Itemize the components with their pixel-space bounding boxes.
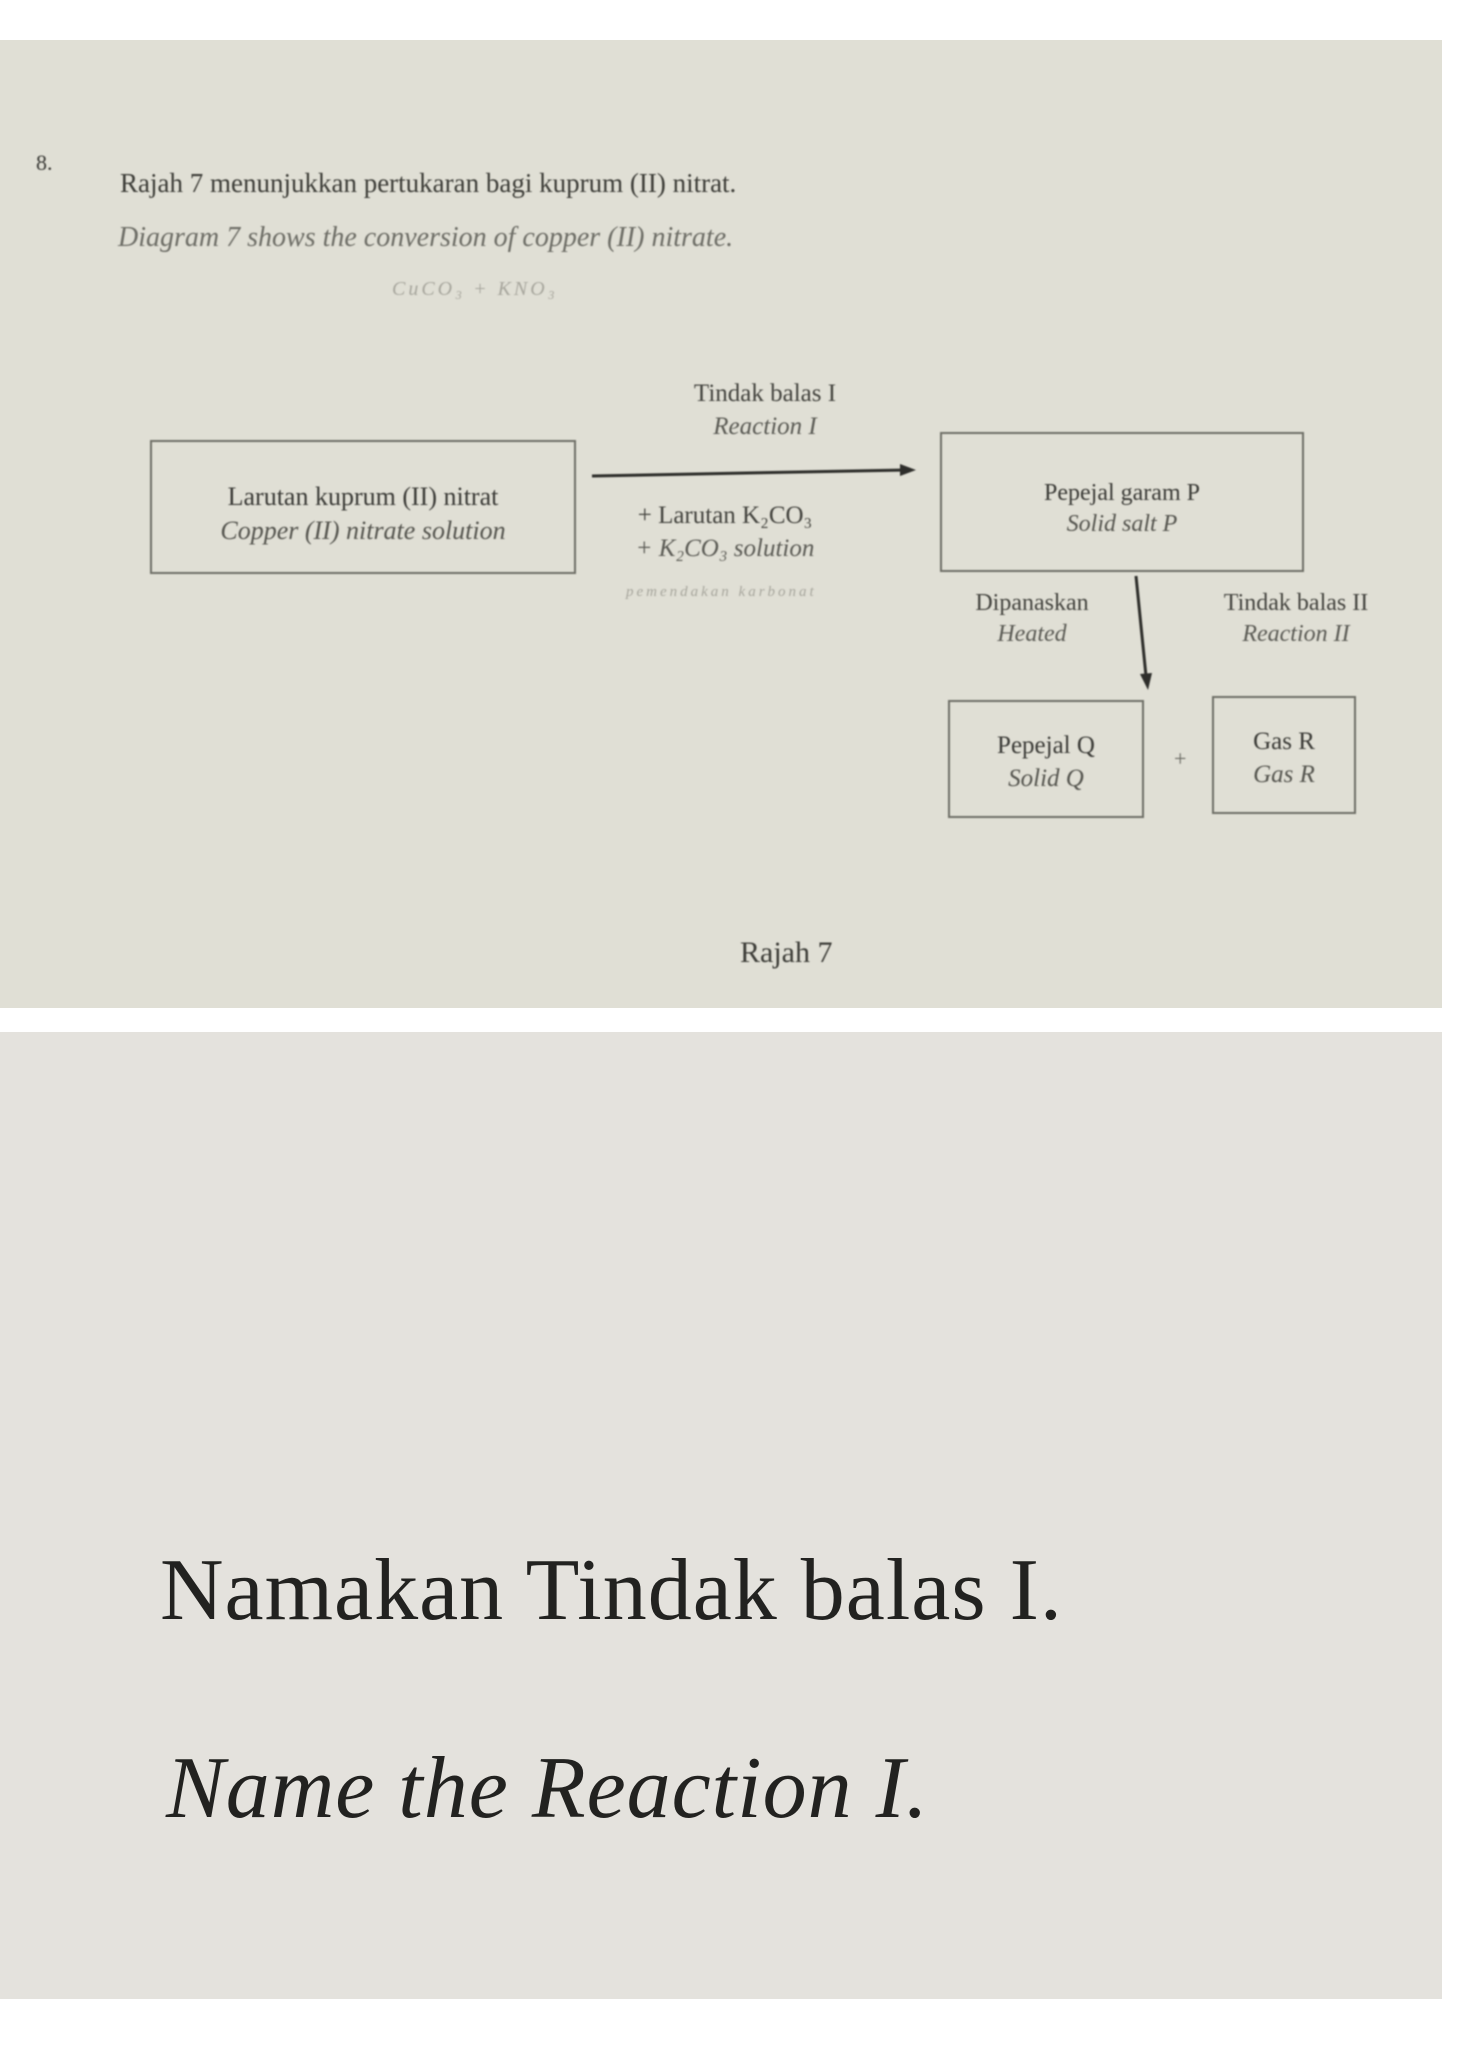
- heated-ms: Dipanaskan: [975, 590, 1089, 616]
- box-label-en: Copper (II) nitrate solution: [220, 515, 506, 545]
- pencil-note: CuCO₃ + KNO₃: [392, 278, 558, 300]
- diagram-content: 8. Rajah 7 menunjukkan pertukaran bagi k…: [0, 40, 1442, 1008]
- arrow-reaction-2: [1134, 575, 1152, 690]
- reagent-label: + Larutan K₂CO₃ + K₂CO₃ solution: [560, 500, 890, 565]
- box-label-ms: Pepejal garam P: [1044, 480, 1200, 506]
- reaction-2-label: Tindak balas II Reaction II: [1196, 588, 1396, 650]
- question-text-ms: Rajah 7 menunjukkan pertukaran bagi kupr…: [120, 168, 737, 198]
- heated-label: Dipanaskan Heated: [932, 588, 1132, 650]
- diagram-arrows: [591, 464, 1152, 690]
- reaction-2-ms: Tindak balas II: [1223, 590, 1369, 616]
- copper-nitrate-box: Larutan kuprum (II) nitrat Copper (II) n…: [150, 440, 576, 574]
- solid-salt-p-box: Pepejal garam P Solid salt P: [940, 432, 1304, 572]
- prompt-photo: Namakan Tindak balas I. Name the Reactio…: [0, 1032, 1442, 1999]
- arrow-reaction-1: [591, 464, 916, 478]
- gas-r-box: Gas R Gas R: [1212, 696, 1356, 814]
- question-text-en: Diagram 7 shows the conversion of copper…: [118, 222, 734, 253]
- diagram-caption: Rajah 7: [740, 936, 833, 969]
- plus-sign: +: [1174, 746, 1187, 771]
- reagent-en: + K₂CO₃ solution: [635, 534, 815, 562]
- box-label-en: Solid Q: [1008, 764, 1084, 792]
- box-label-ms: Larutan kuprum (II) nitrat: [227, 482, 499, 511]
- box-label-ms: Pepejal Q: [997, 732, 1095, 759]
- pencil-note: pemendakan karbonat: [626, 584, 817, 600]
- prompt-text-en: Name the Reaction I.: [166, 1740, 929, 1837]
- solid-q-box: Pepejal Q Solid Q: [948, 700, 1144, 818]
- question-number: 8.: [36, 150, 53, 175]
- diagram-photo: 8. Rajah 7 menunjukkan pertukaran bagi k…: [0, 40, 1442, 1008]
- reaction-1-ms: Tindak balas I: [693, 380, 837, 407]
- reagent-ms: + Larutan K₂CO₃: [637, 502, 813, 529]
- reaction-1-label: Tindak balas I Reaction I: [600, 378, 930, 443]
- prompt-text-ms: Namakan Tindak balas I.: [160, 1542, 1063, 1639]
- box-label-en: Gas R: [1253, 760, 1315, 788]
- reaction-1-en: Reaction I: [713, 412, 817, 440]
- reaction-2-en: Reaction II: [1242, 621, 1350, 648]
- box-label-ms: Gas R: [1253, 728, 1315, 755]
- box-label-en: Solid salt P: [1066, 511, 1178, 538]
- heated-en: Heated: [997, 621, 1067, 648]
